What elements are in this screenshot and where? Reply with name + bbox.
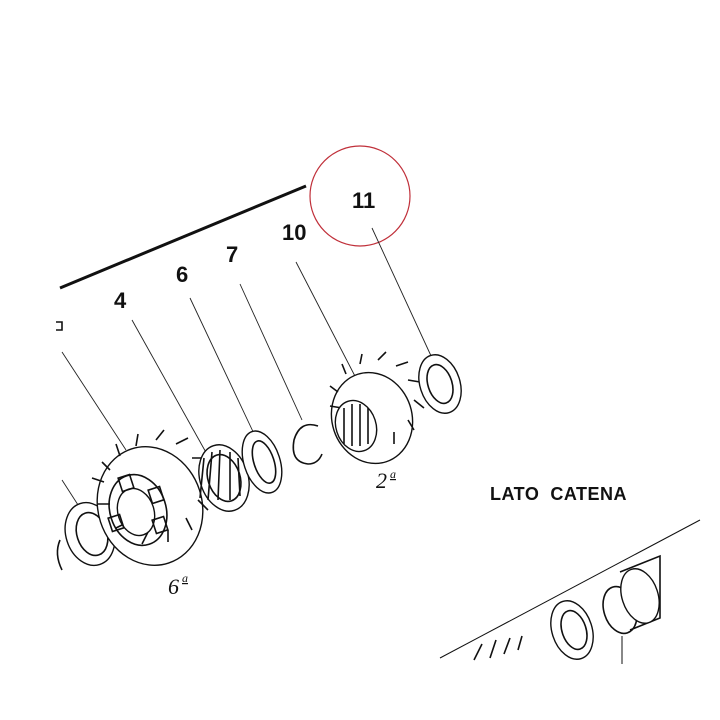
side-label: LATO CATENA [490,484,627,504]
cut-off-callout-fragment [56,321,63,331]
leader-line-11 [371,227,433,359]
second-gear [329,351,425,465]
leader-line-6 [189,297,257,439]
callout-10: 10 [282,220,306,245]
gear-label-6-sup: a [182,571,188,585]
highlight-circle [309,145,411,247]
callout-6: 6 [176,262,188,287]
callout-4: 4 [114,288,127,313]
callout-7: 7 [226,242,238,267]
circlip [292,423,323,465]
leader-lines [61,227,433,509]
leader-line-partial [61,351,127,451]
shaft-axis-line [59,184,307,290]
thrust-washer [241,430,283,494]
washer-11 [418,354,462,414]
sixth-gear [91,429,213,566]
leader-line-10 [295,261,359,383]
callout-11: 11 [352,188,375,213]
gear-label-2-sup: a [390,467,396,481]
lower-right-assembly [439,519,701,664]
gear-label-6: 6 [168,574,179,599]
leader-line-4 [131,319,209,457]
leader-line-lower [61,479,81,509]
leader-line-7 [239,283,303,421]
gear-label-2: 2 [376,468,387,493]
